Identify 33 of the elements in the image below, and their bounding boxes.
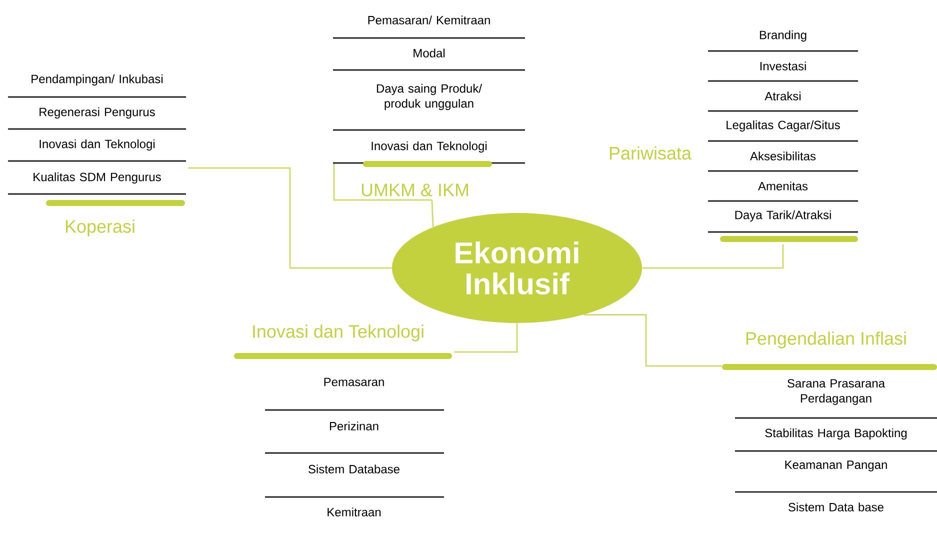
list-item: Investasi: [760, 62, 806, 70]
topic-heading: Pariwisata: [610, 146, 692, 160]
list-item: Regenerasi Pengurus: [40, 107, 155, 119]
connector-line: [584, 314, 722, 367]
connector-line: [431, 200, 434, 228]
list-item: Amenitas: [758, 182, 808, 190]
topic-heading: Pengendalian Inflasi: [746, 332, 906, 348]
list-item: Pemasaran: [324, 378, 384, 386]
list-item: Daya Tarik/Atraksi: [735, 210, 831, 222]
list-item: Aksesibilitas: [750, 152, 816, 160]
list-item: Pendampingan/ Inkubasi: [32, 74, 163, 86]
connector-line: [454, 323, 518, 353]
list-item: Pemasaran/ Kemitraan: [368, 16, 490, 24]
connector-line: [188, 167, 392, 269]
list-item: Kualitas SDM Pengurus: [34, 172, 161, 184]
list-item: Sarana Prasarana Perdagangan: [788, 379, 885, 405]
list-item: Atraksi: [764, 92, 801, 100]
list-item: Keamanan Pangan: [785, 460, 887, 472]
topic-heading: Koperasi: [66, 220, 134, 236]
topic-heading: UMKM & IKM: [362, 184, 468, 196]
connector-line: [642, 244, 784, 269]
list-item: Modal: [414, 48, 445, 58]
list-item: Branding: [760, 30, 806, 42]
list-item: Stabilitas Harga Bapokting: [765, 428, 907, 440]
list-item: Sistem Data base: [788, 502, 884, 512]
list-item: Daya saing Produk/ produk unggulan: [376, 84, 482, 110]
list-item: Legalitas Cagar/Situs: [726, 120, 840, 132]
list-item: Inovasi dan Teknologi: [372, 141, 487, 153]
list-item: Perizinan: [330, 422, 378, 430]
list-item: Inovasi dan Teknologi: [40, 139, 155, 151]
list-item: Sistem Database: [308, 464, 400, 474]
list-item: Kemitraan: [328, 508, 381, 516]
topic-heading: Inovasi dan Teknologi: [253, 324, 424, 342]
